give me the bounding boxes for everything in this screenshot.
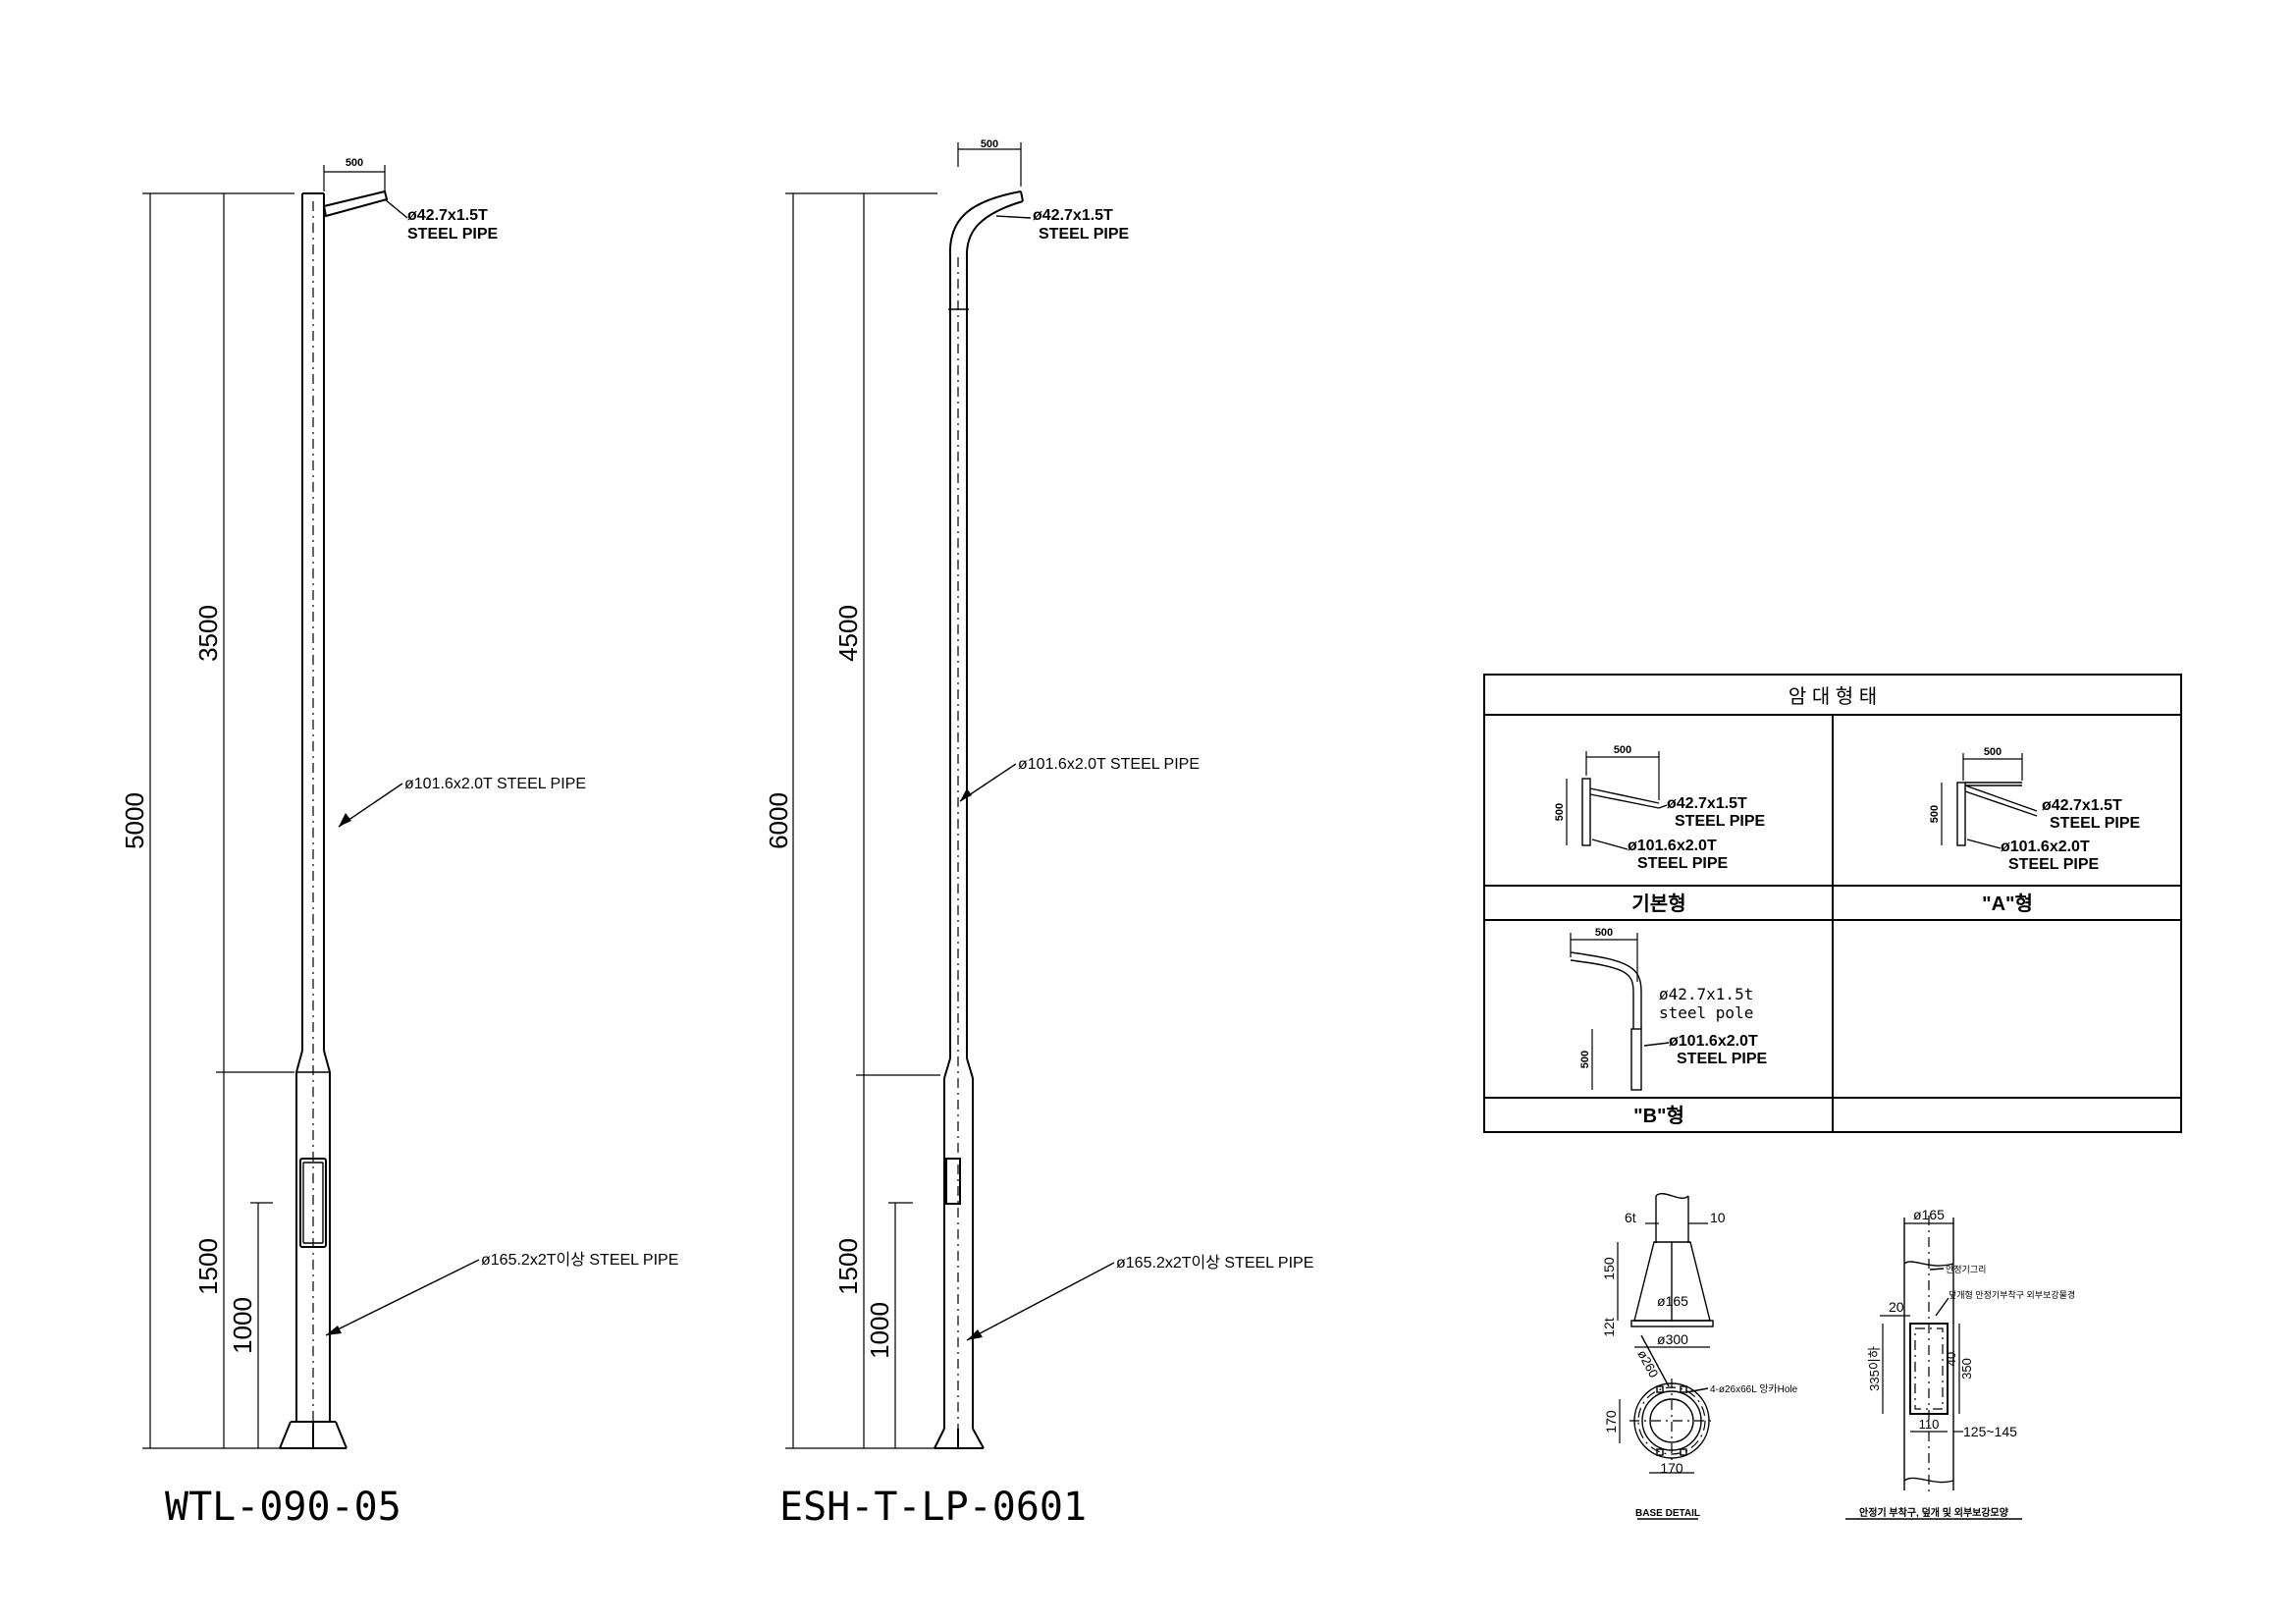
arm-type-a-drawing: 500 500 ø42.7x1.5T STEEL PIPE ø101.6x2.0… (1929, 746, 2141, 873)
pole-a-total-height: 5000 (120, 792, 149, 849)
door-detail-drawing: ø165 안정기그리 덮개형 안정기부착구 외부보강물경 20 335이하 40… (1845, 1207, 2075, 1520)
pole-a-arm-spec: ø42.7x1.5T (407, 207, 488, 224)
pole-b-arm-type: STEEL PIPE (1039, 226, 1130, 243)
arm-basic-label: 기본형 (1631, 893, 1685, 915)
pole-a-lower-height: 1500 (193, 1238, 223, 1295)
pole-b-arm-width: 500 (981, 138, 998, 150)
base-rib-thickness: 6t (1625, 1210, 1636, 1225)
pole-a-upper-height: 3500 (193, 605, 223, 662)
base-holes: 4-ø26x66L 앙카Hole (1710, 1383, 1798, 1395)
arm-type-a-arm-type: STEEL PIPE (2050, 815, 2141, 832)
pole-b-drawing: 500 ø42.7x1.5T STEEL PIPE ø101.6x2.0T ST… (764, 138, 1313, 1530)
arm-basic-arm-spec: ø42.7x1.5T (1667, 795, 1747, 812)
door-detail-caption: 안정기 부착구, 덮개 및 외부보강모양 (1859, 1506, 2009, 1519)
base-plate-width: ø300 (1657, 1331, 1688, 1347)
door-label-cover: 덮개형 안정기부착구 외부보강물경 (1949, 1289, 2075, 1300)
base-offset: 10 (1710, 1210, 1726, 1225)
door-range: 125~145 (1963, 1424, 2017, 1439)
arm-type-b-pole-type: STEEL PIPE (1677, 1051, 1768, 1067)
pole-b-lower-height: 1500 (833, 1238, 863, 1295)
door-height-total: 335이하 (1867, 1346, 1882, 1391)
arm-basic-width: 500 (1614, 744, 1631, 756)
door-pipe-dia: ø165 (1913, 1207, 1945, 1222)
arm-basic-pole-spec: ø101.6x2.0T (1628, 838, 1717, 854)
arm-type-a-pole-type: STEEL PIPE (2008, 856, 2100, 873)
arm-type-b-height: 500 (1579, 1051, 1591, 1068)
pole-b-total-height: 6000 (764, 792, 793, 849)
arm-type-a-pole-spec: ø101.6x2.0T (2001, 839, 2090, 855)
arm-basic-drawing: 500 500 ø42.7x1.5T STEEL PIPE ø101.6x2.0… (1554, 744, 1766, 872)
base-detail-caption: BASE DETAIL (1635, 1508, 1700, 1519)
pole-b-arm-spec: ø42.7x1.5T (1033, 207, 1113, 224)
door-inner-height: 350 (1959, 1358, 1974, 1380)
base-rib-height: 150 (1601, 1257, 1617, 1280)
arm-basic-pole-type: STEEL PIPE (1637, 855, 1729, 872)
pole-a-model: WTL-090-05 (165, 1485, 401, 1530)
pole-a-door-height: 1000 (228, 1297, 257, 1354)
arm-type-b-arm-spec: ø42.7x1.5t (1659, 985, 1753, 1003)
base-plate-thickness: 12t (1601, 1318, 1617, 1337)
arm-basic-height: 500 (1554, 803, 1566, 821)
pole-a-upper-pipe: ø101.6x2.0T STEEL PIPE (404, 776, 586, 792)
pole-b-lower-pipe: ø165.2x2T이상 STEEL PIPE (1116, 1254, 1313, 1272)
arm-type-b-arm-type: steel pole (1659, 1003, 1753, 1022)
arm-type-a-height: 500 (1929, 805, 1941, 823)
pole-a-lower-pipe: ø165.2x2T이상 STEEL PIPE (481, 1251, 678, 1269)
pole-b-upper-height: 4500 (833, 605, 863, 662)
pole-a-drawing: 500 ø42.7x1.5T STEEL PIPE ø101.6x2.0T ST… (120, 157, 678, 1530)
door-label-ground: 안정기그리 (1946, 1265, 1986, 1274)
base-plate-pitch-v: 170 (1603, 1410, 1619, 1434)
arm-type-a-arm-spec: ø42.7x1.5T (2042, 797, 2122, 814)
base-plate-pitch-h: 170 (1660, 1460, 1683, 1476)
base-detail-drawing: 6t 10 150 12t ø165 ø300 4-ø26x66L 앙카Hole… (1601, 1193, 1798, 1520)
pole-a-arm-type: STEEL PIPE (407, 226, 499, 243)
door-inner-top: 40 (1944, 1352, 1958, 1366)
arm-basic-arm-type: STEEL PIPE (1675, 813, 1766, 830)
arm-type-table: 암 대 형 태 500 500 ø42.7x1.5T STEEL PIPE ø1… (1483, 674, 2182, 1133)
pole-a-arm-width: 500 (346, 157, 363, 169)
door-offset: 20 (1889, 1299, 1904, 1315)
arm-type-b-label: "B"형 (1633, 1105, 1684, 1127)
arm-type-a-label: "A"형 (1982, 893, 2033, 915)
arm-type-b-width: 500 (1595, 927, 1613, 939)
pole-b-model: ESH-T-LP-0601 (779, 1485, 1087, 1530)
arm-type-b-drawing: 500 500 ø42.7x1.5t steel pole ø101.6x2.0… (1570, 927, 1768, 1091)
arm-type-b-pole-spec: ø101.6x2.0T (1669, 1033, 1758, 1050)
pole-b-door-height: 1000 (865, 1302, 894, 1359)
door-width: 110 (1919, 1417, 1940, 1432)
base-bolt-circle: ø260 (1634, 1347, 1661, 1380)
base-pipe-dia: ø165 (1657, 1293, 1688, 1309)
arm-type-a-width: 500 (1984, 746, 2002, 758)
pole-b-upper-pipe: ø101.6x2.0T STEEL PIPE (1018, 756, 1200, 773)
arm-table-title: 암 대 형 태 (1789, 685, 1877, 708)
